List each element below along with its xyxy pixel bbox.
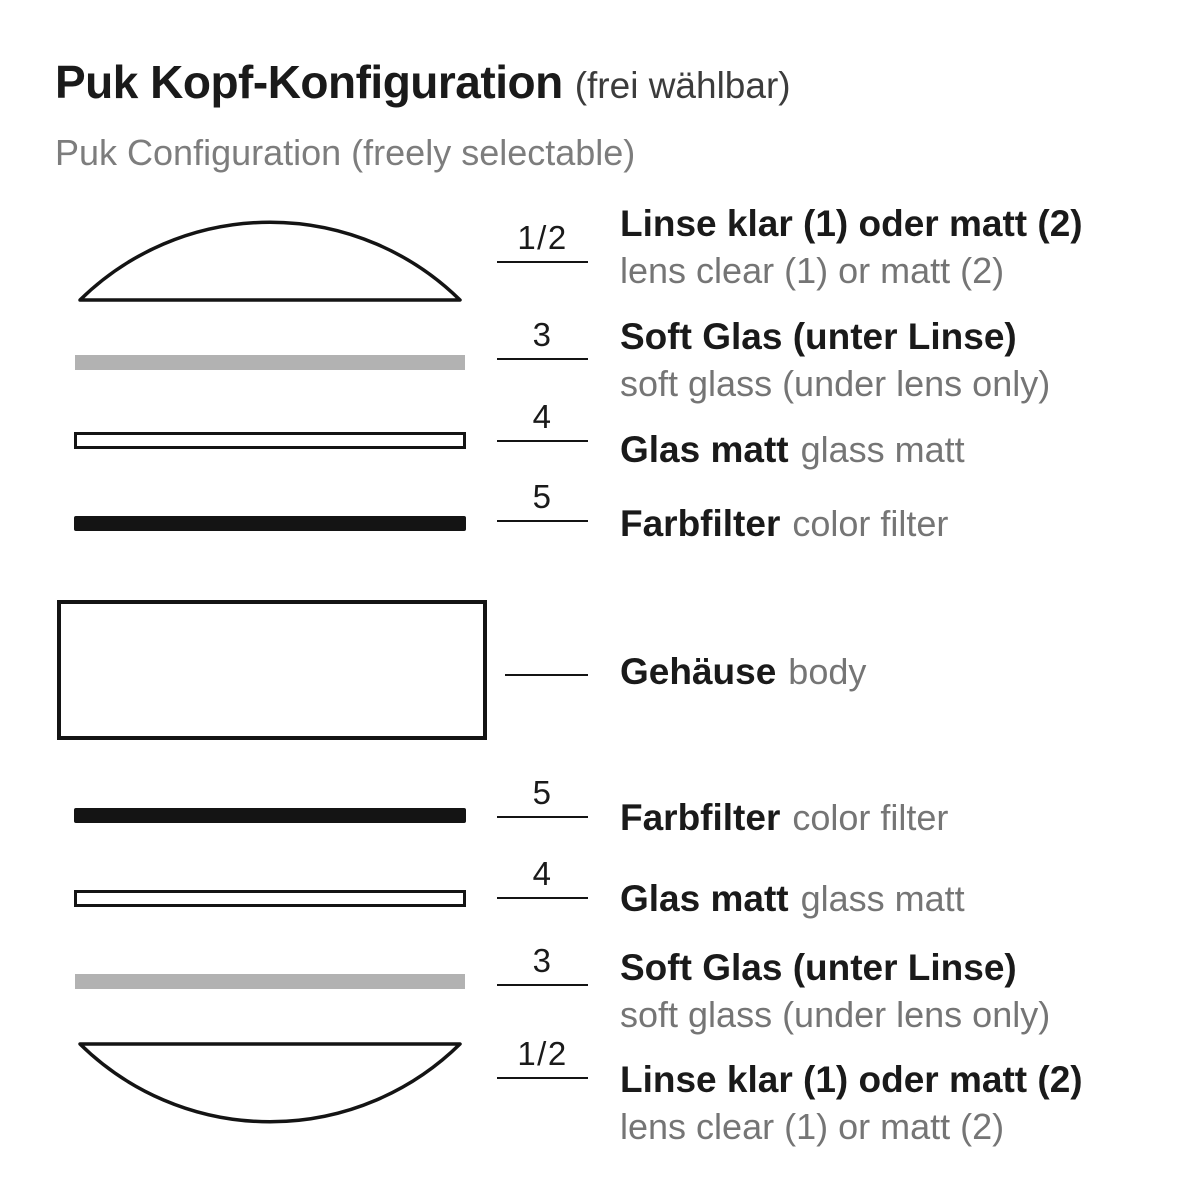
title-german: Puk Kopf-Konfiguration (55, 56, 563, 108)
leader-line-matt-glass-top (497, 440, 588, 442)
leader-line-lens-top (497, 261, 588, 263)
leader-line-matt-glass-bottom (497, 897, 588, 899)
leader-line-color-filter-top (497, 520, 588, 522)
label-soft-glass-bottom-en: soft glass (under lens only) (620, 994, 1051, 1035)
callout-number-matt-glass-top: 4 (532, 398, 553, 435)
label-soft-glass-top-de: Soft Glas (unter Linse) (620, 316, 1017, 357)
label-color-filter-bottom-en: color filter (792, 797, 949, 838)
label-matt-glass-top-en: glass matt (800, 429, 965, 470)
label-matt-glass-top: Glas matt glass matt (620, 426, 965, 481)
label-matt-glass-bottom-de: Glas matt (620, 878, 789, 919)
label-lens-top: Linse klar (1) oder matt (2) lens clear … (620, 200, 1083, 294)
label-matt-glass-bottom-en: glass matt (800, 878, 965, 919)
label-body-en: body (788, 651, 867, 692)
label-lens-top-de: Linse klar (1) oder matt (2) (620, 203, 1083, 244)
leader-line-soft-glass-top (497, 358, 588, 360)
color-filter-top-shape (74, 516, 466, 531)
color-filter-bottom-shape (74, 808, 466, 823)
label-color-filter-bottom-de: Farbfilter (620, 797, 781, 838)
callout-number-color-filter-top: 5 (532, 478, 553, 515)
callout-number-lens-bottom: 1/2 (517, 1035, 568, 1072)
title-suffix: (frei wählbar) (574, 65, 791, 106)
leader-line-lens-bottom (497, 1077, 588, 1079)
page-title: Puk Kopf-Konfiguration (frei wählbar) (55, 55, 791, 109)
lens-dome-bottom-shape (78, 1042, 462, 1124)
label-soft-glass-top: Soft Glas (unter Linse) soft glass (unde… (620, 313, 1050, 407)
callout-number-matt-glass-bottom: 4 (532, 855, 553, 892)
label-body-de: Gehäuse (620, 651, 777, 692)
page-subtitle: Puk Configuration (freely selectable) (55, 132, 636, 173)
label-lens-bottom-de: Linse klar (1) oder matt (2) (620, 1059, 1083, 1100)
body-outline-shape (57, 600, 487, 740)
label-color-filter-top: Farbfilter color filter (620, 500, 948, 555)
label-lens-bottom: Linse klar (1) oder matt (2) lens clear … (620, 1056, 1083, 1150)
label-lens-top-en: lens clear (1) or matt (2) (620, 250, 1005, 291)
callout-number-soft-glass-top: 3 (532, 316, 553, 353)
label-soft-glass-bottom: Soft Glas (unter Linse) soft glass (unde… (620, 944, 1050, 1038)
label-matt-glass-bottom: Glas matt glass matt (620, 875, 965, 930)
label-body: Gehäuse body (620, 648, 866, 703)
matt-glass-bottom-shape (74, 890, 466, 907)
leader-line-body (505, 674, 588, 676)
callout-number-lens-top: 1/2 (517, 219, 568, 256)
label-color-filter-top-en: color filter (792, 503, 949, 544)
soft-glass-top-shape (75, 355, 465, 370)
leader-line-soft-glass-bottom (497, 984, 588, 986)
callout-number-color-filter-bottom: 5 (532, 774, 553, 811)
matt-glass-top-shape (74, 432, 466, 449)
leader-line-color-filter-bottom (497, 816, 588, 818)
label-color-filter-bottom: Farbfilter color filter (620, 794, 948, 849)
label-soft-glass-bottom-de: Soft Glas (unter Linse) (620, 947, 1017, 988)
callout-number-soft-glass-bottom: 3 (532, 942, 553, 979)
lens-dome-top-shape (78, 220, 462, 302)
label-matt-glass-top-de: Glas matt (620, 429, 789, 470)
soft-glass-bottom-shape (75, 974, 465, 989)
label-soft-glass-top-en: soft glass (under lens only) (620, 363, 1051, 404)
label-color-filter-top-de: Farbfilter (620, 503, 781, 544)
label-lens-bottom-en: lens clear (1) or matt (2) (620, 1106, 1005, 1147)
